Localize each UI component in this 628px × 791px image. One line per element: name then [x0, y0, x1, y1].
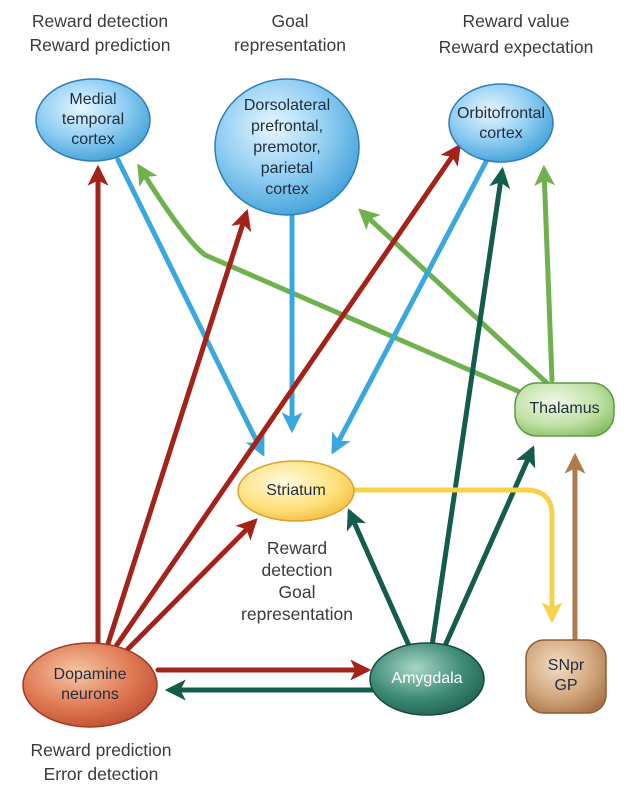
arrow-medial-temporal-cortex-to-striatum — [115, 157, 265, 457]
label-line: Medial — [69, 91, 117, 108]
caption-line: Reward detection — [31, 11, 169, 31]
label-snpr-gp: SNpr GP — [526, 656, 606, 696]
label-line: Dorsolateral — [243, 97, 331, 114]
caption-line: Error detection — [43, 764, 159, 784]
dorsolateral-cortex-node — [214, 78, 360, 216]
caption-line: detection — [261, 560, 333, 580]
caption-dorsolateral-cortex: Goal representation — [220, 9, 360, 57]
caption-line: Reward — [266, 538, 328, 558]
caption-line: Goal — [271, 11, 309, 31]
label-amygdala: Amygdala — [377, 669, 477, 689]
label-line: neurons — [61, 686, 119, 703]
arrow-orbitofrontal-cortex-to-striatum — [331, 155, 491, 455]
label-line: Amygdala — [391, 670, 463, 687]
label-line: Dopamine — [53, 666, 127, 683]
arrow-amygdala-to-thalamus — [441, 445, 536, 651]
arrow-thalamus-to-medial-temporal-cortex — [137, 163, 523, 395]
label-orbitofrontal-cortex: Orbitofrontal cortex — [446, 104, 556, 144]
label-line: prefrontal, — [250, 118, 324, 135]
label-medial-temporal-cortex: Medial temporal cortex — [43, 90, 143, 150]
arrow-amygdala-to-striatum — [346, 508, 413, 651]
arrow-dopamine-to-dorsolateral-cortex — [103, 209, 252, 653]
caption-orbitofrontal-cortex: Reward value Reward expectation — [418, 9, 614, 59]
label-dopamine-neurons: Dopamine neurons — [35, 665, 145, 705]
arrow-dopamine-to-striatum — [119, 518, 258, 658]
label-thalamus: Thalamus — [515, 399, 614, 419]
label-line: parietal — [260, 160, 314, 177]
dopamine-neurons-node — [22, 642, 158, 728]
caption-medial-temporal-cortex: Reward detection Reward prediction — [8, 9, 192, 57]
caption-line: Reward prediction — [30, 740, 172, 760]
arrow-striatum-to-snpr — [349, 487, 563, 624]
arrow-thalamus-to-orbitofrontal-cortex — [534, 164, 556, 383]
caption-line: representation — [241, 604, 353, 624]
caption-line: representation — [234, 35, 346, 55]
caption-dopamine-neurons: Reward prediction Error detection — [6, 738, 196, 786]
arrow-dopamine-to-orbitofrontal-cortex — [109, 143, 461, 655]
label-line: premotor, — [253, 139, 321, 156]
label-line: cortex — [71, 131, 115, 148]
caption-line: Reward prediction — [29, 35, 171, 55]
label-line: SNpr — [547, 657, 585, 674]
orbitofrontal-cortex-node — [448, 83, 554, 163]
caption-striatum: Reward detection Goal representation — [222, 537, 372, 625]
arrow-thalamus-to-dorsolateral-cortex — [358, 208, 551, 387]
label-line: cortex — [265, 181, 309, 198]
amygdala-node — [369, 642, 485, 716]
arrow-amygdala-to-orbitofrontal-cortex — [429, 166, 511, 649]
label-line: Thalamus — [529, 400, 600, 417]
label-line: GP — [554, 677, 578, 694]
caption-line: Reward value — [462, 11, 570, 31]
caption-line: Reward expectation — [438, 37, 594, 57]
medial-temporal-cortex-node — [35, 78, 151, 162]
label-line: Striatum — [266, 482, 326, 499]
caption-line: Goal — [278, 582, 316, 602]
label-dorsolateral-cortex: Dorsolateral prefrontal, premotor, parie… — [222, 95, 352, 200]
striatum-node — [237, 460, 355, 522]
thalamus-node — [514, 382, 615, 437]
label-striatum: Striatum — [246, 481, 346, 501]
snpr-gp-node — [525, 639, 607, 714]
label-line: temporal — [61, 111, 125, 128]
label-line: Orbitofrontal — [456, 105, 546, 122]
label-line: cortex — [479, 125, 523, 142]
